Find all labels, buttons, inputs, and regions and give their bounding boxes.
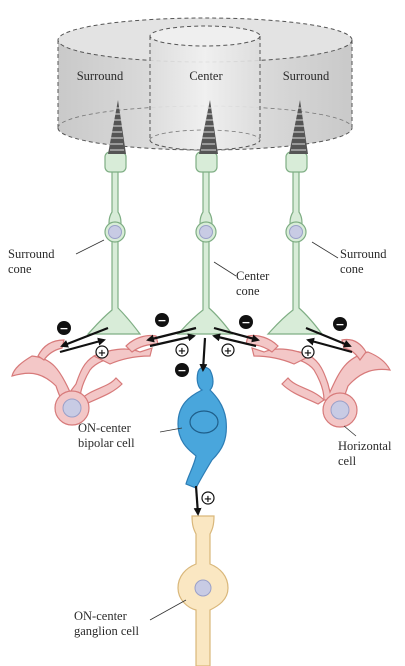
inhibitory-sign-5: − bbox=[175, 363, 189, 377]
horizontal-cell-label-line2: cell bbox=[338, 454, 357, 468]
surround-cone-left-label-line2: cone bbox=[8, 262, 32, 276]
surround-cone-right-label-line2: cone bbox=[340, 262, 364, 276]
svg-text:−: − bbox=[335, 318, 344, 331]
bipolar-cell-label-line2: bipolar cell bbox=[78, 436, 135, 450]
surround-region-right-label: Surround bbox=[283, 69, 330, 83]
excitatory-sign-1: + bbox=[96, 346, 108, 359]
inhibitory-sign-4: − bbox=[333, 317, 347, 331]
center-cone-label-line2: cone bbox=[236, 284, 260, 298]
svg-text:−: − bbox=[241, 316, 250, 329]
surround-region-left-label: Surround bbox=[77, 69, 124, 83]
ganglion-cell bbox=[178, 516, 228, 666]
inhibitory-sign-2: − bbox=[155, 313, 169, 327]
ganglion-cell-label-line2: ganglion cell bbox=[74, 624, 139, 638]
svg-text:+: + bbox=[98, 348, 106, 359]
surround-cone-right-label-line1: Surround bbox=[340, 247, 387, 261]
svg-text:−: − bbox=[59, 322, 68, 335]
horizontal-cell-right bbox=[246, 335, 390, 427]
excitatory-sign-4: + bbox=[302, 346, 314, 359]
surround-cone-left-label-line1: Surround bbox=[8, 247, 55, 261]
excitatory-sign-5: + bbox=[202, 492, 214, 505]
bipolar-cell-label-line1: ON-center bbox=[78, 421, 132, 435]
horizontal-cell-left bbox=[12, 335, 158, 425]
svg-text:−: − bbox=[177, 364, 186, 377]
bipolar-cell bbox=[178, 367, 226, 488]
excitatory-sign-3: + bbox=[222, 344, 234, 357]
inhibitory-sign-3: − bbox=[239, 315, 253, 329]
svg-text:+: + bbox=[204, 494, 212, 505]
ganglion-cell-label-line1: ON-center bbox=[74, 609, 128, 623]
svg-text:−: − bbox=[157, 314, 166, 327]
svg-text:+: + bbox=[178, 346, 186, 357]
svg-text:+: + bbox=[304, 348, 312, 359]
svg-text:+: + bbox=[224, 346, 232, 357]
inhibitory-sign-1: − bbox=[57, 321, 71, 335]
center-cone-label-line1: Center bbox=[236, 269, 270, 283]
center-region-label: Center bbox=[189, 69, 223, 83]
excitatory-sign-2: + bbox=[176, 344, 188, 357]
horizontal-cell-label-line1: Horizontal bbox=[338, 439, 392, 453]
